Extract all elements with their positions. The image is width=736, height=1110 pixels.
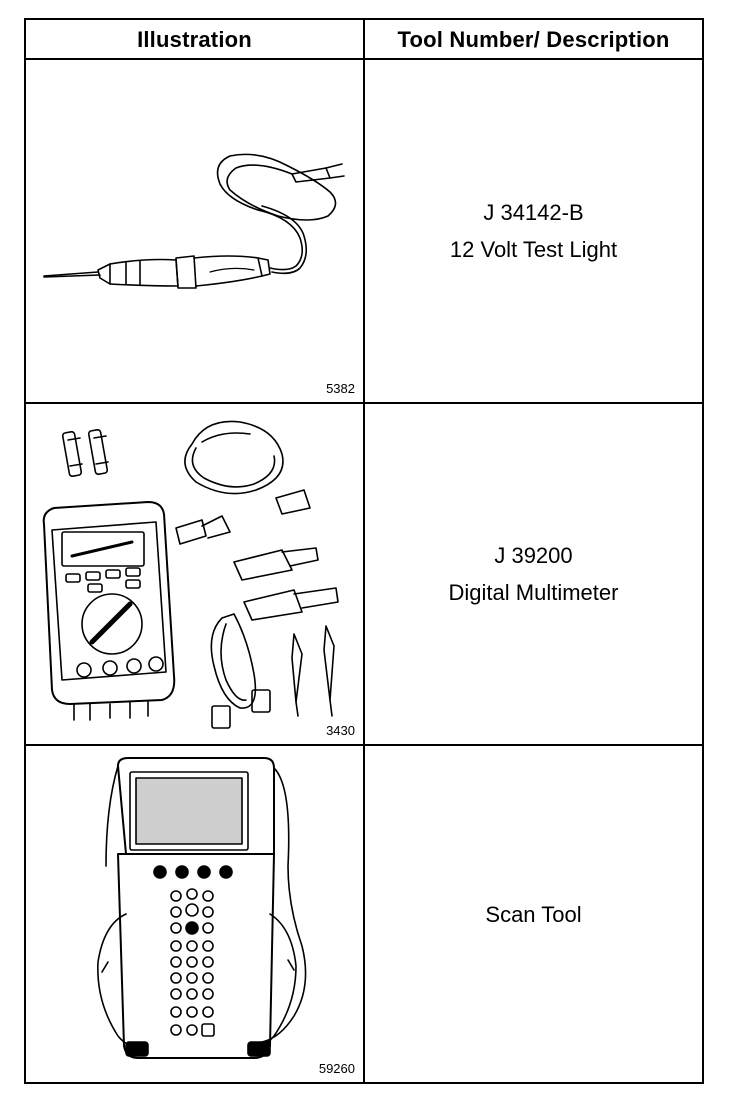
figure-number-3: 59260 <box>318 1061 355 1076</box>
tool-table: Illustration Tool Number/ Description <box>24 18 704 1084</box>
row-divider-2 <box>26 744 702 746</box>
test-light-icon <box>43 153 345 289</box>
multimeter-icon <box>42 420 339 729</box>
description-cell-1: J 34142-B 12 Volt Test Light <box>365 60 702 402</box>
illustration-cell-1: 5382 <box>26 60 363 402</box>
description-cell-3: Scan Tool <box>365 746 702 1082</box>
figure-number-2: 3430 <box>326 723 355 738</box>
header-description: Tool Number/ Description <box>397 27 670 52</box>
row-divider-1 <box>26 402 702 404</box>
tool-description-2: Digital Multimeter <box>448 580 619 605</box>
tool-description-3: Scan Tool <box>485 901 582 927</box>
header-illustration: Illustration <box>137 27 252 52</box>
column-divider <box>363 20 365 1082</box>
tool-description-1: 12 Volt Test Light <box>449 237 618 262</box>
illustration-cell-3: 59260 <box>26 746 363 1082</box>
scan-tool-icon <box>97 757 307 1059</box>
tool-number-2: J 39200 <box>494 543 573 568</box>
header-divider <box>26 58 702 60</box>
illustration-cell-2: 3430 <box>26 404 363 744</box>
description-cell-2: J 39200 Digital Multimeter <box>365 404 702 744</box>
tool-number-1: J 34142-B <box>483 200 584 225</box>
figure-number-1: 5382 <box>326 381 355 396</box>
